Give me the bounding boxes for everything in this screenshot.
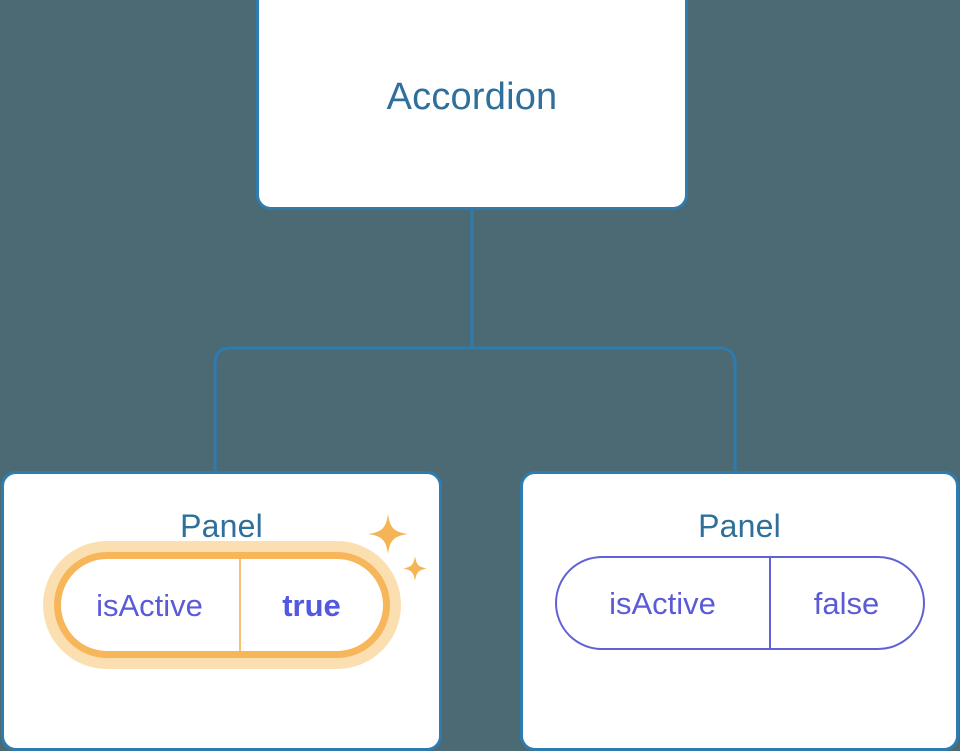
prop-pill-isactive-false[interactable]: isActive false <box>554 556 925 650</box>
node-panel-right[interactable]: Panel isActive false <box>520 471 959 751</box>
node-accordion[interactable]: Accordion <box>256 0 688 210</box>
prop-value-right: false <box>813 585 880 621</box>
sparkle-large-icon <box>367 514 408 554</box>
node-panel-left-title: Panel <box>180 508 263 544</box>
prop-pill-right-wrapper: isActive false <box>554 556 925 650</box>
prop-key-left: isActive <box>61 559 241 651</box>
node-accordion-title: Accordion <box>386 76 558 118</box>
sparkle-small-icon <box>402 556 427 581</box>
prop-value-left: true <box>282 587 341 623</box>
prop-pill-isactive-true[interactable]: isActive true <box>53 552 390 658</box>
node-panel-left[interactable]: Panel isActive true <box>1 471 442 751</box>
connector-branch-bar <box>213 346 737 471</box>
prop-key-right: isActive <box>557 558 771 648</box>
node-panel-right-title: Panel <box>698 508 781 544</box>
prop-pill-left-wrapper: isActive true <box>42 514 427 669</box>
